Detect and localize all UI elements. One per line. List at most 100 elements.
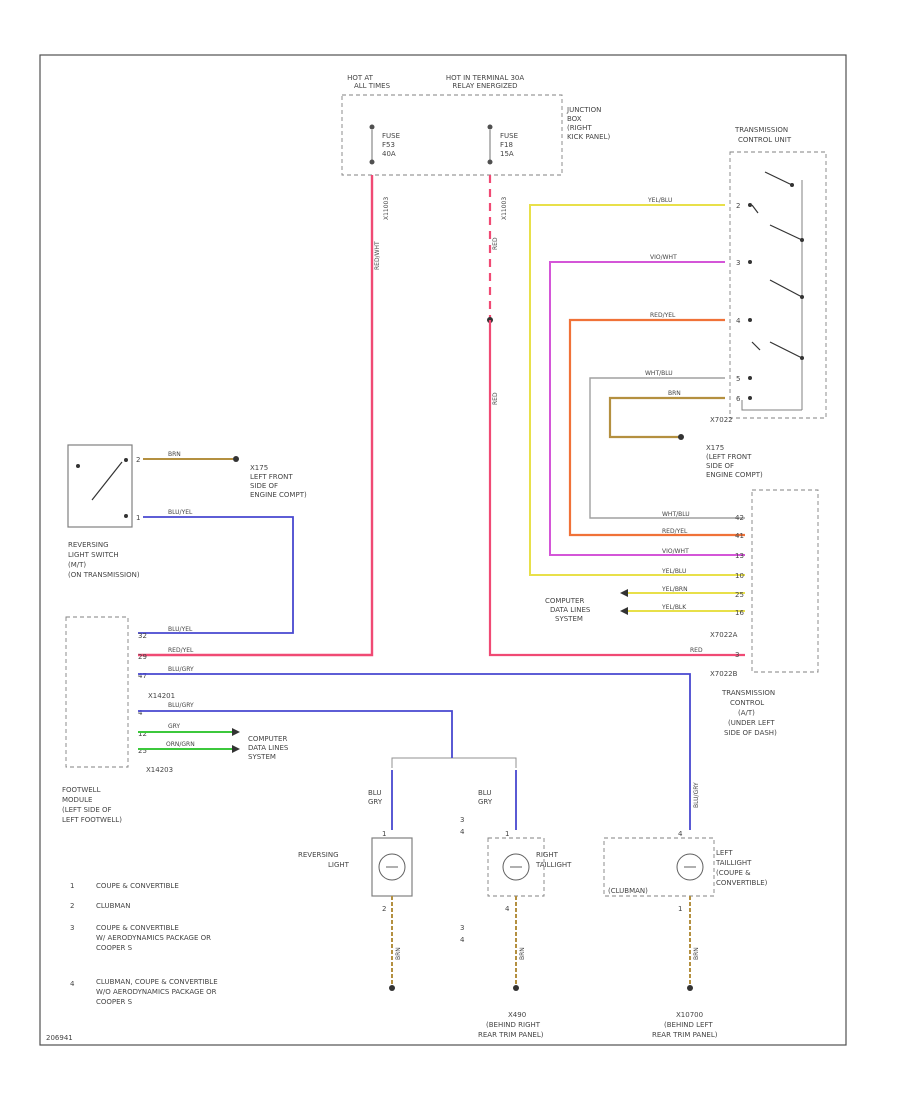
note-1-num: 1: [70, 882, 74, 890]
sw-ground-line2: LEFT FRONT: [250, 473, 293, 481]
fw-row-2-pin: 29: [138, 653, 147, 661]
svg-text:SYSTEM: SYSTEM: [248, 753, 276, 761]
tcu-connector-id: X7022: [710, 416, 733, 424]
svg-text:COMPUTER: COMPUTER: [248, 735, 287, 743]
tc-label-line1: TRANSMISSION: [721, 689, 775, 697]
note-4-text-2: W/O AERODYNAMICS PACKAGE OR: [96, 988, 217, 996]
svg-text:ORN/GRN: ORN/GRN: [166, 741, 195, 748]
fw-row-4-pin: 4: [138, 709, 143, 717]
tcu-pin-6-node: [748, 396, 752, 400]
left-taillight-wire-label: BLU/GRY: [693, 782, 700, 808]
right-taillight-side-top-2: 4: [460, 828, 465, 836]
svg-text:4: 4: [678, 830, 683, 838]
svg-text:FUSE: FUSE: [382, 132, 400, 140]
tc-red-wire-label: RED: [690, 647, 703, 654]
reversing-light-wire-line1: BLU: [368, 789, 381, 797]
left-taillight-inner-label: (CLUBMAN): [608, 887, 648, 895]
svg-text:4: 4: [736, 317, 741, 325]
svg-text:BLU/GRY: BLU/GRY: [168, 666, 194, 673]
fw-data-lines-line1: COMPUTER: [248, 735, 287, 743]
brn-switch-ground-node: [233, 456, 239, 462]
svg-text:RED/YEL: RED/YEL: [662, 528, 688, 535]
tcu-pin-3-node: [748, 260, 752, 264]
ground-x175-line4: ENGINE COMPT): [706, 471, 763, 479]
reversing-light-ground-label: BRN: [395, 947, 402, 960]
svg-text:5: 5: [736, 375, 740, 383]
svg-text:(ON TRANSMISSION): (ON TRANSMISSION): [68, 571, 140, 579]
svg-text:12: 12: [138, 730, 147, 738]
fuse-a-line3: 40A: [382, 150, 396, 158]
svg-text:4: 4: [70, 980, 75, 988]
right-taillight-top-pin: 1: [505, 830, 509, 838]
reversing-switch-label-4: (ON TRANSMISSION): [68, 571, 140, 579]
sw-ground-line1: X175: [250, 464, 268, 472]
reversing-light-bulb: [378, 853, 406, 881]
reversing-light-ground-node: [389, 985, 395, 991]
tcu-pin-2: 2: [736, 202, 740, 210]
fw-data-arrow-2: [232, 745, 240, 753]
svg-text:2: 2: [136, 456, 140, 464]
svg-text:47: 47: [138, 672, 147, 680]
ground-x490-line2: (BEHIND RIGHT: [486, 1021, 541, 1029]
svg-text:CONVERTIBLE): CONVERTIBLE): [716, 879, 768, 887]
vio-wht-wire-label: VIO/WHT: [650, 254, 677, 261]
svg-text:3: 3: [460, 924, 464, 932]
fw-row-2-wire: RED/YEL: [168, 647, 194, 654]
fw-row-5-wire: GRY: [168, 723, 180, 730]
fw-data-lines-line2: DATA LINES: [248, 744, 289, 752]
svg-text:40A: 40A: [382, 150, 396, 158]
ground-x175-tcm: X175 (LEFT FRONT SIDE OF ENGINE COMPT): [706, 444, 763, 479]
svg-text:206941: 206941: [46, 1034, 73, 1042]
hot-in-terminal-line2: RELAY ENERGIZED: [452, 82, 517, 90]
svg-text:KICK PANEL): KICK PANEL): [567, 133, 610, 141]
tcu-pin-5: 5: [736, 375, 740, 383]
fuse-b-line2: F18: [500, 141, 513, 149]
svg-text:COUPE & CONVERTIBLE: COUPE & CONVERTIBLE: [96, 924, 179, 932]
svg-text:(LEFT FRONT: (LEFT FRONT: [706, 453, 752, 461]
tc-row-1-wire: WHT/BLU: [662, 511, 690, 518]
red-wht-circuit: RED/WHT: [138, 175, 381, 657]
right-taillight-side-bottom-1: 3: [460, 924, 464, 932]
svg-text:1: 1: [382, 830, 386, 838]
tcu-switch-2b: [769, 224, 803, 241]
svg-text:(CLUBMAN): (CLUBMAN): [608, 887, 648, 895]
svg-text:DATA LINES: DATA LINES: [248, 744, 289, 752]
left-taillight-label-1: LEFT: [716, 849, 733, 857]
svg-text:1: 1: [678, 905, 682, 913]
svg-text:LEFT: LEFT: [716, 849, 733, 857]
data-arrow-2: [620, 607, 628, 615]
reversing-light-wire-line2: GRY: [368, 798, 383, 806]
reversing-light-bottom-pin: 2: [382, 905, 386, 913]
svg-text:VIO/WHT: VIO/WHT: [662, 548, 689, 555]
note-4-num: 4: [70, 980, 75, 988]
svg-text:COOPER S: COOPER S: [96, 998, 133, 1006]
tcu-switch-outline: [729, 151, 827, 419]
ground-x10700-line1: X10700: [676, 1011, 703, 1019]
right-taillight-side-bottom-2: 4: [460, 936, 465, 944]
note-2-num: 2: [70, 902, 74, 910]
tc-row-2-pin: 41: [735, 532, 744, 540]
svg-text:2: 2: [382, 905, 386, 913]
left-taillight-label-3: (COUPE &: [716, 869, 751, 877]
red-yel-wire-label: RED/YEL: [650, 312, 676, 319]
blu-yel-wire: [138, 516, 294, 634]
fuse-b-line3: 15A: [500, 150, 514, 158]
svg-text:COMPUTER: COMPUTER: [545, 597, 584, 605]
hot-at-all-times-line2: ALL TIMES: [354, 82, 391, 90]
footwell-module: 32 BLU/YEL 29 RED/YEL 47 BLU/GRY X14201 …: [62, 616, 691, 824]
svg-text:(COUPE &: (COUPE &: [716, 869, 751, 877]
tcu-switch-2-node: [800, 238, 804, 242]
tc-label-line4: (UNDER LEFT: [728, 719, 775, 727]
fuse-a-line2: F53: [382, 141, 395, 149]
tc-label-line2: CONTROL: [730, 699, 764, 707]
reversing-switch-contact: [91, 461, 123, 501]
svg-text:(M/T): (M/T): [68, 561, 86, 569]
svg-text:MODULE: MODULE: [62, 796, 92, 804]
red-wht-wire: [138, 175, 374, 657]
junction-box-outline: [341, 94, 563, 176]
svg-text:BRN: BRN: [519, 947, 526, 960]
svg-text:TRANSMISSION: TRANSMISSION: [734, 126, 788, 134]
svg-text:X10700: X10700: [676, 1011, 703, 1019]
tcu-switch-4b: [769, 341, 803, 359]
transmission-control-module: WHT/BLU 42 RED/YEL 41 VIO/WHT 13 YEL/BLU…: [545, 489, 819, 737]
